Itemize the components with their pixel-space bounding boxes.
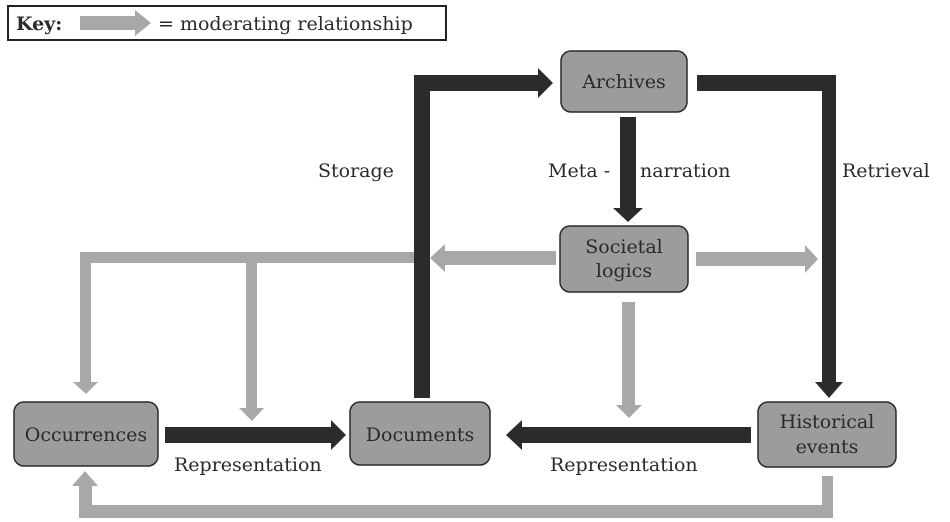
node-societal-logics-label-2: logics [596, 260, 652, 282]
arrow-societal-down-head [616, 405, 642, 418]
node-societal-logics-label-1: Societal [585, 236, 662, 258]
arrow-to-occurrences-head [73, 382, 98, 394]
arrow-moderating-horizontal-left [80, 252, 415, 263]
node-historical-events-label-1: Historical [780, 411, 875, 433]
node-historical-events: Historical events [757, 401, 897, 468]
edge-label-storage: Storage [318, 160, 394, 182]
arrow-to-representation-left-head [239, 408, 264, 421]
key-moderating-arrow [80, 10, 151, 36]
moderating-arrows [72, 244, 833, 518]
node-documents-label: Documents [366, 424, 474, 446]
node-societal-logics: Societal logics [559, 225, 689, 293]
arrow-meta-narration-head [613, 208, 643, 222]
arrow-representation-left-head [331, 420, 346, 450]
arrow-storage-horizontal [414, 75, 539, 91]
arrow-to-occurrences-up-head [72, 471, 98, 486]
node-archives: Archives [560, 50, 688, 113]
arrow-retrieval-head [815, 382, 843, 398]
node-occurrences-label: Occurrences [25, 424, 147, 446]
primary-arrows [165, 68, 843, 450]
arrow-to-representation-left-shaft [246, 258, 257, 408]
arrow-to-occurrences-up-shaft [79, 484, 92, 518]
edge-label-meta-narration-1: Meta - [548, 160, 610, 182]
arrow-meta-narration-shaft [620, 117, 636, 211]
node-documents: Documents [349, 401, 491, 466]
arrow-historical-down [822, 476, 833, 518]
arrow-societal-to-right [696, 245, 818, 273]
edge-label-representation-right: Representation [550, 454, 698, 476]
node-occurrences: Occurrences [13, 401, 159, 467]
arrow-storage-head [538, 68, 553, 98]
arrow-societal-to-left [430, 244, 556, 272]
arrow-societal-down-shaft [622, 302, 635, 405]
arrow-representation-right-shaft [522, 427, 751, 443]
arrow-storage-vertical [414, 75, 430, 398]
arrow-to-occurrences-shaft [80, 252, 91, 382]
key-label: Key: [16, 13, 62, 35]
edge-label-meta-narration-2: narration [640, 160, 730, 182]
arrow-representation-left-shaft [165, 427, 332, 443]
arrow-representation-right-head [506, 420, 522, 450]
key-description: = moderating relationship [158, 13, 413, 35]
arrow-bottom-loop [79, 505, 833, 518]
edge-label-retrieval: Retrieval [842, 160, 930, 182]
node-historical-events-label-2: events [796, 436, 859, 458]
arrow-retrieval-horizontal [697, 75, 836, 91]
edge-label-representation-left: Representation [174, 454, 322, 476]
arrow-retrieval-vertical [822, 75, 836, 383]
node-archives-label: Archives [581, 71, 666, 93]
key-legend: Key: = moderating relationship [7, 5, 447, 41]
